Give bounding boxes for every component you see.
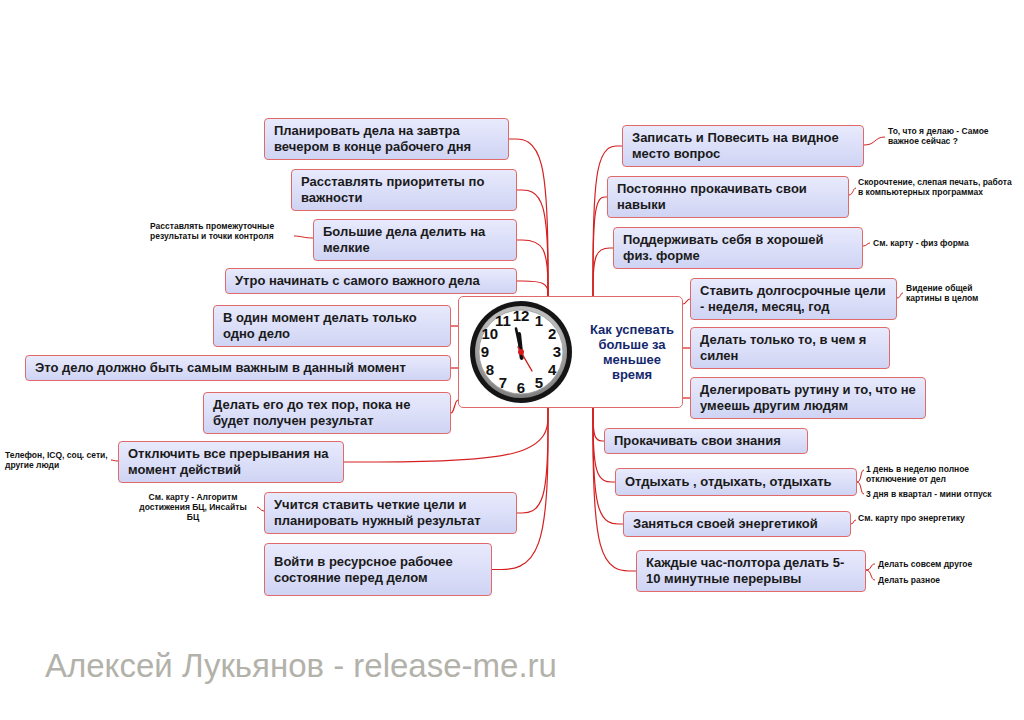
branch-box: Войти в ресурсное рабочее состояние пере…: [264, 543, 492, 596]
note-text: Делать совсем другое: [878, 559, 998, 569]
branch-box: Постоянно прокачивать свои навыки: [607, 176, 849, 218]
watermark: Алексей Лукьянов - release-me.ru: [45, 646, 557, 686]
branch-connector: [492, 408, 548, 570]
branch-box: Прокачивать свои знания: [604, 428, 808, 454]
branch-text: Отключить все прерывания на момент дейст…: [128, 446, 334, 478]
leader-line: [864, 137, 885, 145]
leader-line: [849, 188, 856, 195]
branch-connector: [451, 325, 458, 326]
branch-connector: [593, 197, 607, 296]
topic-text: Как успевать больше за меньшее время: [588, 322, 676, 382]
branch-connector: [517, 281, 548, 296]
note-text: Делать разное: [878, 575, 978, 585]
clock: [470, 301, 572, 403]
leader-line: [897, 293, 903, 298]
leader-line: [866, 570, 875, 580]
branch-connector: [683, 397, 690, 398]
branch-text: Это дело должно быть самым важным в данн…: [35, 360, 441, 376]
leader-line: [851, 520, 856, 524]
branch-box: Ставить долгосрочные цели - неделя, меся…: [690, 278, 897, 320]
branch-box: Планировать дела на завтра вечером в кон…: [264, 118, 509, 160]
branch-box: Поддерживать себя в хорошей физ. форме: [613, 227, 863, 269]
branch-box: Отдыхать , отдыхать, отдыхать: [615, 468, 857, 496]
clock-bezel: [475, 306, 567, 398]
branch-connector: [683, 299, 690, 304]
branch-connector: [593, 248, 613, 296]
clock-numeral: 4: [542, 361, 562, 379]
clock-numeral: 5: [529, 374, 549, 392]
branch-text: Каждые час-полтора делать 5-10 минутные …: [646, 555, 856, 587]
branch-text: Делать только то, в чем я силен: [700, 332, 880, 364]
leader-line: [111, 460, 118, 461]
branch-connector: [683, 347, 690, 348]
branch-text: Большие дела делить на мелкие: [323, 224, 507, 256]
branch-text: Войти в ресурсное рабочее состояние пере…: [274, 554, 482, 586]
leader-line: [863, 243, 870, 246]
branch-text: Постоянно прокачивать свои навыки: [617, 181, 839, 213]
branch-text: Прокачивать свои знания: [614, 433, 798, 449]
leader-line: [857, 482, 864, 494]
note-text: Скорочтение, слепая печать, работа в ком…: [858, 177, 1018, 197]
branch-connector: [451, 400, 458, 413]
branch-text: В один момент делать только одно дело: [223, 310, 441, 342]
branch-box: Каждые час-полтора делать 5-10 минутные …: [636, 550, 866, 592]
leader-line: [294, 236, 313, 238]
note-text: 1 день в неделю полное отключение от дел: [866, 464, 996, 484]
branch-text: Планировать дела на завтра вечером в кон…: [274, 123, 499, 155]
branch-text: Отдыхать , отдыхать, отдыхать: [625, 474, 847, 490]
branch-text: Поддерживать себя в хорошей физ. форме: [623, 232, 853, 264]
clock-numeral: 12: [511, 307, 531, 325]
branch-connector: [451, 367, 458, 368]
central-topic: Как успевать больше за меньшее время: [458, 296, 683, 408]
clock-numeral: 3: [547, 343, 567, 361]
branch-text: Учится ставить четкие цели и планировать…: [274, 497, 507, 529]
clock-numeral: 6: [511, 379, 531, 397]
branch-connector: [593, 146, 622, 296]
branch-box: Делать только то, в чем я силен: [690, 327, 890, 369]
branch-box: Большие дела делить на мелкие: [313, 219, 517, 261]
clock-numeral: 9: [475, 343, 495, 361]
branch-text: Расставлять приоритеты по важности: [301, 174, 507, 206]
branch-connector: [593, 408, 604, 441]
second-hand: [518, 347, 532, 371]
note-text: Телефон, ICQ, соц. сети, другие люди: [5, 450, 109, 470]
note-text: См. карту - физ форма: [873, 238, 993, 248]
branch-connector: [517, 190, 548, 296]
branch-text: Ставить долгосрочные цели - неделя, меся…: [700, 283, 887, 315]
leader-line: [857, 470, 864, 482]
branch-connector: [517, 408, 548, 513]
branch-box: Заняться своей энергетикой: [623, 511, 851, 537]
note-text: Видение общей картины в целом: [906, 283, 1001, 303]
branch-box: Утро начинать с самого важного дела: [225, 268, 517, 294]
clock-numeral: 8: [480, 361, 500, 379]
branch-text: Утро начинать с самого важного дела: [235, 273, 507, 289]
branch-text: Делегировать рутину и то, что не умеешь …: [700, 382, 916, 414]
branch-box: Отключить все прерывания на момент дейст…: [118, 441, 344, 483]
clock-numeral: 11: [493, 312, 513, 330]
clock-cap: [518, 349, 524, 355]
branch-box: Учится ставить четкие цели и планировать…: [264, 492, 517, 534]
branch-box: Делать его до тех пор, пока не будет пол…: [203, 392, 451, 434]
branch-box: Это дело должно быть самым важным в данн…: [25, 355, 451, 381]
note-text: То, что я делаю - Самое важное сейчас ?: [888, 126, 1008, 146]
leader-line: [257, 507, 264, 511]
note-text: См. карту - Алгоритм достижения БЦ, Инса…: [132, 492, 254, 522]
branch-text: Записать и Повесить на видное место вопр…: [632, 130, 854, 162]
branch-text: Делать его до тех пор, пока не будет пол…: [213, 397, 441, 429]
clock-numeral: 7: [493, 374, 513, 392]
clock-numeral: 2: [542, 325, 562, 343]
clock-numeral: 1: [529, 312, 549, 330]
branch-connector: [593, 408, 623, 524]
note-text: Расставлять промежуточные результаты и т…: [150, 221, 290, 241]
branch-box: Расставлять приоритеты по важности: [291, 169, 517, 211]
note-text: 3 дня в квартал - мини отпуск: [866, 489, 1020, 499]
branch-box: В один момент делать только одно дело: [213, 305, 451, 347]
branch-connector: [517, 240, 548, 296]
branch-box: Записать и Повесить на видное место вопр…: [622, 125, 864, 167]
clock-rim: [470, 301, 572, 403]
note-text: См. карту про энергетику: [858, 513, 968, 523]
leader-line: [866, 564, 875, 570]
branch-box: Делегировать рутину и то, что не умеешь …: [690, 377, 926, 419]
branch-text: Заняться своей энергетикой: [633, 516, 841, 532]
